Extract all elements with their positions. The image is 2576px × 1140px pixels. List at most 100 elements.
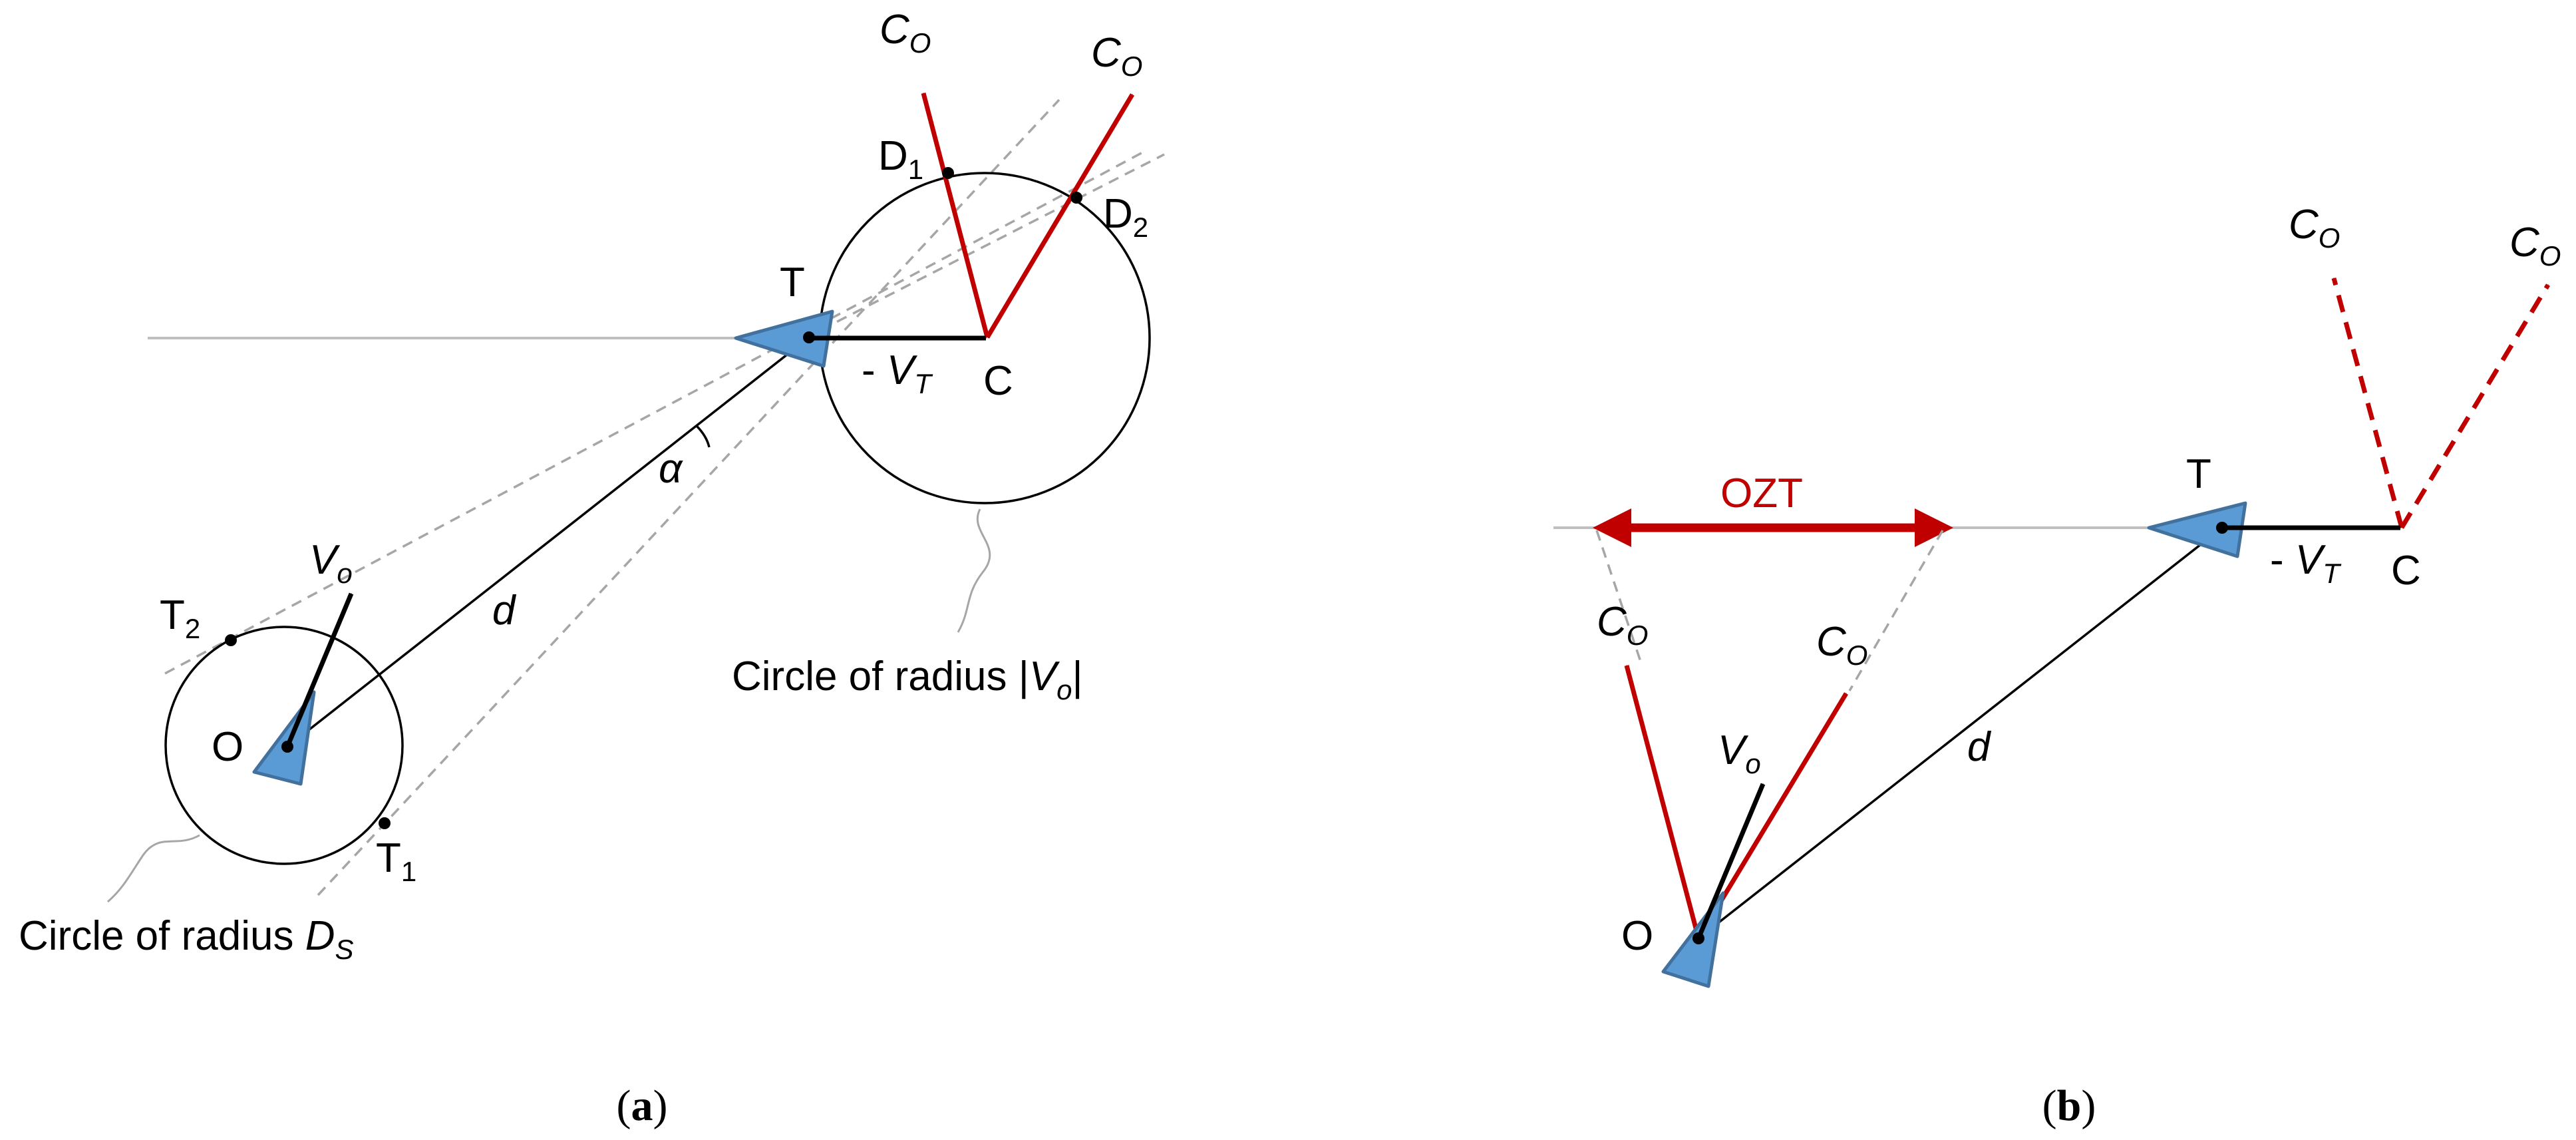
construction-lines-b — [1595, 530, 1944, 691]
t2-sub: 2 — [185, 613, 200, 644]
d1-main: D — [878, 133, 908, 179]
t1-main: T — [376, 835, 401, 881]
label-ozt: OZT — [1720, 471, 1803, 516]
co-right-main: C — [1816, 619, 1847, 665]
co2-main: C — [1091, 30, 1122, 76]
callout-squiggle-vo — [957, 508, 991, 633]
minus-vt-prefix: - — [862, 347, 887, 393]
caption-a-close: ) — [653, 1081, 668, 1130]
circle-radius-ds — [164, 626, 404, 865]
ozt-arrowhead-right — [1915, 508, 1953, 547]
circle-vo-main: V — [1029, 654, 1060, 699]
co-dash1-main: C — [2289, 202, 2319, 248]
tangent-lines-a — [164, 98, 1165, 896]
caption-b-open: ( — [2042, 1081, 2057, 1130]
label-co-1-a: CO — [880, 7, 931, 59]
co-vector-d1 — [921, 93, 990, 338]
ozt-arrowhead-left — [1593, 508, 1631, 547]
points-b — [1692, 522, 2228, 944]
vo-vector-a — [285, 592, 354, 748]
vo-b-main: V — [1718, 727, 1749, 773]
distance-line-b — [1697, 526, 2223, 940]
co2-sub: O — [1121, 51, 1143, 82]
panel-b: OZT T C O d - VT Vo CO CO CO CO (b) — [1553, 202, 2561, 1130]
vo-vector-b — [1696, 783, 1766, 940]
co-right-sub: O — [1846, 640, 1868, 671]
tangent-line-through-d2 — [804, 153, 1165, 339]
caption-a-open: ( — [617, 1081, 631, 1130]
label-t-b: T — [2186, 451, 2211, 497]
co-dashed-vector-2 — [2400, 284, 2550, 529]
point-t — [803, 331, 815, 343]
label-t1: T1 — [376, 835, 416, 887]
minus-vt-main: V — [887, 347, 918, 393]
co1-sub: O — [909, 27, 931, 59]
callout-squiggle-ds — [107, 834, 200, 903]
distance-line-a — [286, 336, 810, 748]
co-vector-d2 — [985, 93, 1135, 339]
minus-vt-b-sub: T — [2323, 558, 2342, 589]
label-co-dash-2: CO — [2509, 220, 2561, 272]
point-o — [281, 741, 293, 753]
point-d1 — [942, 167, 954, 179]
circle-ds-main: D — [305, 913, 335, 959]
caption-a: (a) — [617, 1081, 668, 1130]
d2-main: D — [1103, 191, 1133, 237]
tangent-line-upper — [164, 148, 1148, 675]
point-t-b — [2216, 522, 2228, 534]
caption-a-letter: a — [631, 1081, 653, 1130]
label-alpha: α — [659, 446, 683, 492]
points-a — [225, 167, 1082, 829]
point-d2 — [1070, 192, 1082, 204]
circle-ds-sub: S — [335, 934, 353, 965]
t2-main: T — [160, 592, 185, 638]
label-minus-vt-a: - VT — [862, 347, 933, 399]
minus-vt-b-main: V — [2295, 537, 2327, 583]
caption-b: (b) — [2042, 1081, 2096, 1130]
circle-vo-sub: o — [1056, 674, 1072, 705]
label-d-b: d — [1967, 724, 1992, 770]
label-co-2-a: CO — [1091, 30, 1142, 82]
label-co-dash-1: CO — [2289, 202, 2340, 254]
label-d2: D2 — [1103, 191, 1148, 243]
label-minus-vt-b: - VT — [2270, 537, 2342, 589]
co-dashed-vector-1 — [2331, 278, 2404, 528]
label-c-a: C — [983, 358, 1013, 404]
label-t-a: T — [780, 260, 805, 305]
label-t2: T2 — [160, 592, 200, 644]
co-left-sub: O — [1627, 620, 1649, 651]
label-co-left-b: CO — [1597, 599, 1648, 651]
minus-vt-sub: T — [914, 368, 933, 399]
d2-sub: 2 — [1133, 212, 1148, 243]
tangent-line-lower — [317, 98, 1060, 896]
construction-line-right — [1848, 530, 1944, 691]
point-t2 — [225, 634, 237, 646]
label-d-a: d — [492, 588, 517, 634]
label-vo-b: Vo — [1718, 727, 1761, 779]
vo-main: V — [309, 537, 341, 583]
co-dash1-sub: O — [2319, 222, 2340, 254]
circle-vo-caption: Circle of radius |Vo| — [732, 654, 1083, 705]
panel-a: T C O d α - VT Vo CO CO D1 D2 T1 T2 Circ — [19, 7, 1165, 1130]
co1-main: C — [880, 7, 910, 53]
circle-ds-caption: Circle of radius DS — [19, 913, 354, 965]
caption-b-letter: b — [2057, 1081, 2082, 1130]
point-t1 — [379, 817, 391, 829]
point-o-b — [1692, 932, 1704, 944]
co-dash2-sub: O — [2539, 240, 2561, 272]
circle-ds-prefix: Circle of radius — [19, 913, 305, 959]
vo-sub: o — [337, 558, 352, 589]
circle-vo-prefix: Circle of radius | — [732, 654, 1029, 699]
label-co-right-b: CO — [1816, 619, 1867, 671]
vo-b-sub: o — [1745, 748, 1760, 779]
t1-sub: 1 — [401, 856, 416, 887]
label-d1: D1 — [878, 133, 923, 185]
co-dash2-main: C — [2509, 220, 2540, 266]
label-o-b: O — [1621, 913, 1653, 959]
circle-vo-suffix: | — [1072, 654, 1083, 699]
label-vo-a: Vo — [309, 537, 353, 589]
caption-b-close: ) — [2081, 1081, 2096, 1130]
d1-sub: 1 — [908, 154, 923, 185]
label-c-b: C — [2391, 548, 2421, 594]
